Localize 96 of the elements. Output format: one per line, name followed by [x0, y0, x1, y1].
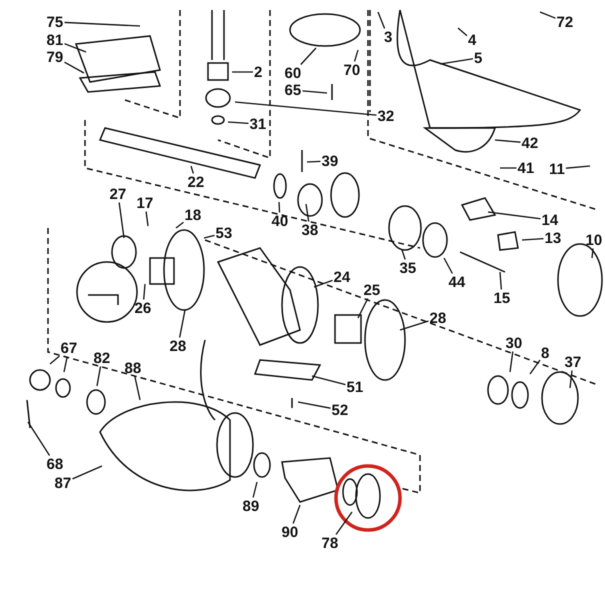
leader-line	[314, 280, 333, 288]
leader-line	[64, 62, 84, 74]
leader-line	[401, 250, 406, 260]
leader-line	[50, 356, 60, 364]
callout-number: 35	[400, 260, 416, 276]
callout-number: 28	[430, 310, 446, 326]
leader-line	[306, 160, 321, 163]
callout-number: 4	[468, 32, 476, 48]
leader-line	[228, 121, 249, 124]
leader-line	[488, 211, 541, 220]
callout-number: 28	[170, 338, 186, 354]
callout-number: 18	[184, 208, 202, 222]
callout-number: 3	[384, 30, 392, 44]
callout-number: 70	[344, 62, 360, 78]
callout-number: 72	[556, 14, 574, 30]
leader-line	[354, 50, 359, 62]
leader-line	[298, 401, 331, 409]
callout-number: 68	[46, 456, 64, 472]
callout-number: 52	[332, 402, 348, 418]
callout-number: 60	[284, 66, 302, 80]
leader-line	[494, 139, 521, 143]
callout-number: 87	[54, 476, 72, 490]
leader-line	[27, 422, 50, 456]
callout-number: 81	[46, 32, 64, 48]
callout-number: 25	[364, 282, 380, 298]
leader-line	[64, 22, 140, 27]
callout-number: 88	[124, 360, 142, 376]
leader-line	[500, 167, 516, 169]
leader-line	[176, 222, 184, 229]
callout-number: 22	[188, 174, 204, 190]
callout-number: 41	[518, 160, 534, 176]
callout-number: 8	[541, 346, 550, 360]
leader-line	[300, 48, 316, 65]
leader-line	[357, 298, 368, 318]
leader-line	[72, 465, 102, 480]
callout-number: 5	[474, 50, 482, 66]
leader-line	[145, 211, 149, 226]
callout-number: 78	[322, 536, 338, 550]
callout-number: 15	[494, 290, 510, 306]
leader-line	[292, 504, 301, 524]
leader-line	[96, 366, 102, 386]
callout-number: 14	[542, 212, 558, 228]
leader-line	[569, 370, 573, 388]
callout-number: 30	[506, 336, 522, 350]
leader-line	[143, 284, 146, 300]
leader-line	[232, 71, 253, 73]
callout-number: 44	[448, 274, 466, 290]
leader-line	[63, 356, 68, 372]
callout-number: 37	[564, 354, 582, 370]
leader-line	[204, 234, 215, 239]
callout-number: 11	[549, 162, 565, 176]
callout-number: 24	[334, 270, 350, 284]
callout-number: 38	[302, 222, 318, 238]
leader-line	[400, 320, 429, 331]
leader-line	[118, 202, 125, 238]
leader-line	[377, 12, 386, 29]
callout-number: 40	[272, 214, 288, 228]
leader-line	[64, 43, 86, 53]
leader-line	[190, 166, 194, 174]
leader-line	[540, 11, 556, 19]
callout-number: 82	[94, 350, 110, 366]
leader-line	[252, 482, 258, 498]
leader-line	[522, 238, 544, 241]
callout-number: 89	[242, 498, 260, 514]
callout-number: 75	[46, 14, 64, 30]
callout-number: 31	[250, 116, 266, 132]
leader-line	[566, 165, 590, 169]
callout-number: 79	[46, 50, 64, 64]
callout-number: 26	[134, 300, 152, 316]
callout-number: 39	[322, 154, 338, 168]
callout-number: 53	[216, 226, 232, 240]
callout-number: 2	[254, 64, 262, 80]
callout-number: 13	[544, 230, 562, 246]
callout-number: 27	[110, 186, 126, 202]
callout-number: 51	[346, 380, 364, 394]
leader-line	[509, 351, 514, 372]
leader-line	[443, 258, 453, 274]
leader-line	[458, 28, 468, 36]
leader-line	[591, 248, 594, 258]
leader-line	[302, 90, 328, 94]
leader-line	[305, 204, 310, 222]
leader-line	[529, 360, 541, 374]
leader-line	[312, 375, 346, 386]
leader-line	[234, 101, 377, 116]
leader-line	[278, 202, 280, 213]
callout-number: 65	[284, 82, 302, 98]
callout-number: 32	[378, 108, 394, 124]
callout-number: 42	[522, 136, 538, 150]
callout-number: 67	[60, 340, 78, 356]
callout-number: 17	[136, 196, 154, 210]
leader-line	[179, 310, 186, 338]
leader-line	[134, 376, 141, 400]
leader-line	[499, 272, 502, 290]
leader-line	[440, 58, 474, 65]
callout-number: 10	[586, 232, 602, 248]
callout-number: 90	[282, 524, 298, 540]
